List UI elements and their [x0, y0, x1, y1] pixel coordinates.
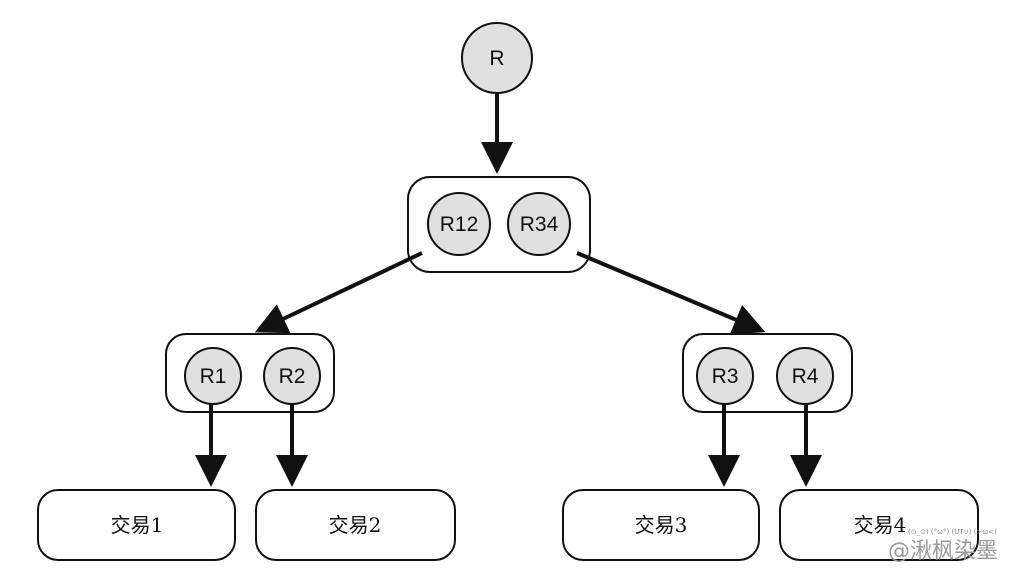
node-label: R1	[200, 365, 227, 388]
node-r2: R2	[263, 347, 321, 405]
node-r: R	[461, 22, 533, 94]
node-r3: R3	[696, 347, 754, 405]
node-label: R4	[792, 365, 819, 388]
edge-r34-to-group	[576, 251, 766, 335]
leaf-label: 交易1	[111, 513, 164, 537]
node-label: R	[489, 47, 504, 70]
leaf-transaction-4: 交易4	[779, 489, 979, 561]
watermark-emoticons: (⊙_⊙) (°ω°) (UT∪) (>ω<)	[908, 528, 997, 536]
node-label: R34	[520, 213, 559, 236]
leaf-transaction-2: 交易2	[255, 489, 456, 561]
node-r4: R4	[776, 347, 834, 405]
node-r1: R1	[184, 347, 242, 405]
node-label: R3	[712, 365, 739, 388]
leaf-label: 交易3	[635, 513, 688, 537]
leaf-transaction-1: 交易1	[37, 489, 236, 561]
node-r12: R12	[427, 192, 491, 256]
leaf-label: 交易4	[854, 513, 907, 537]
watermark: @湫枫染墨	[888, 539, 998, 564]
edge-r12-to-group	[254, 251, 423, 334]
node-r34: R34	[507, 192, 571, 256]
node-label: R12	[440, 213, 479, 236]
node-label: R2	[279, 365, 306, 388]
leaf-label: 交易2	[329, 513, 382, 537]
leaf-transaction-3: 交易3	[562, 489, 760, 561]
